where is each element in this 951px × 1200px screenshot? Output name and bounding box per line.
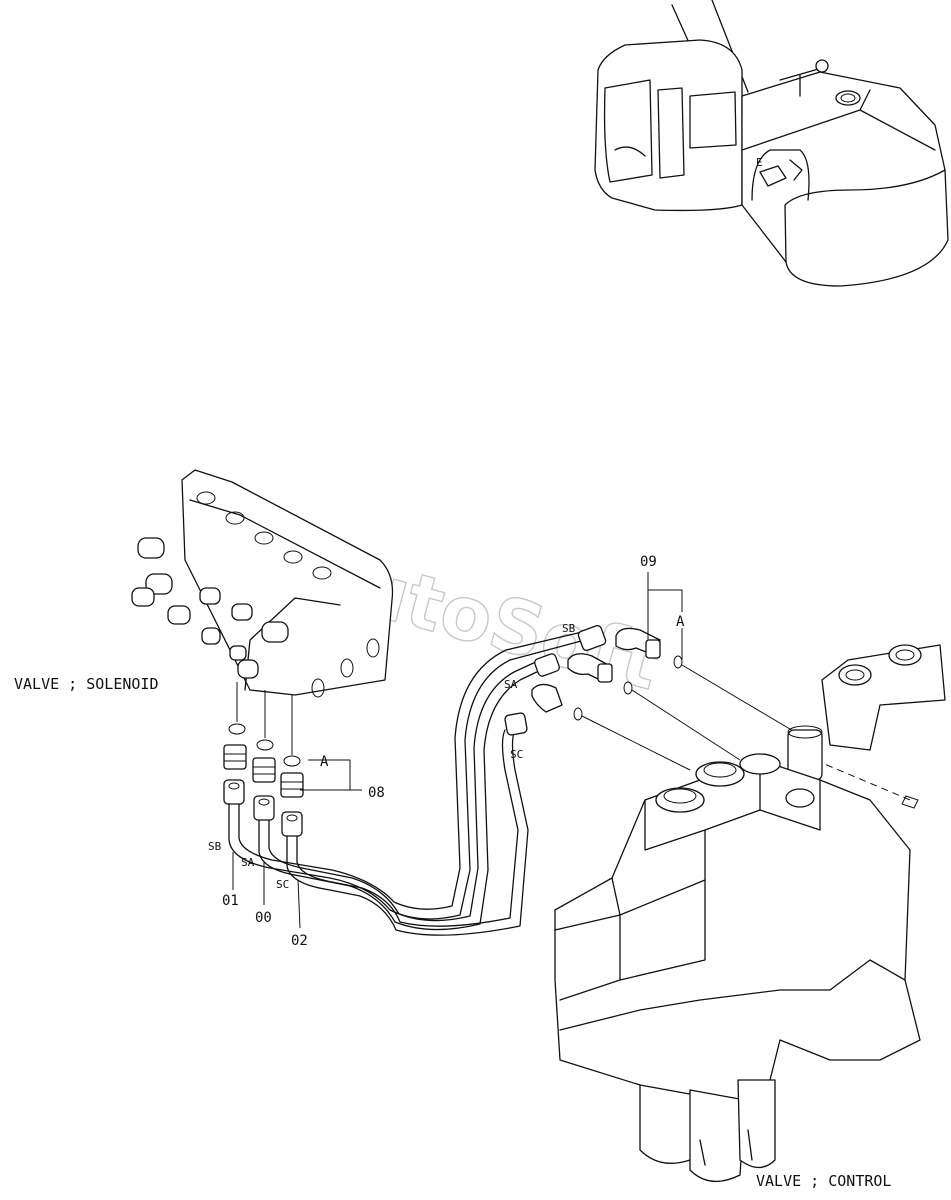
adapter-fittings-left <box>223 744 304 798</box>
o-ring <box>256 739 274 751</box>
svg-text:E: E <box>756 156 763 169</box>
port-sb-left: SB <box>208 840 222 853</box>
hose-end-nuts-left <box>223 779 303 837</box>
port-sb-right: SB <box>562 622 576 635</box>
o-ring <box>673 655 683 669</box>
port-sc-right: SC <box>510 748 523 761</box>
port-sc-left: SC <box>276 878 289 891</box>
control-valve <box>554 644 946 1182</box>
o-ring <box>228 723 246 735</box>
part-number-02: 02 <box>291 933 308 949</box>
elbow-fittings <box>531 627 661 713</box>
ref-a-left: A <box>320 754 329 770</box>
valve-solenoid-label: VALVE ; SOLENOID <box>14 675 159 693</box>
excavator-locator-illustration: E <box>594 0 949 287</box>
o-ring <box>573 707 583 721</box>
part-number-01: 01 <box>222 893 239 909</box>
part-number-00: 00 <box>255 910 272 926</box>
solenoid-valve <box>131 469 394 698</box>
ref-a-right: A <box>676 614 685 630</box>
o-ring <box>623 681 633 695</box>
part-number-08: 08 <box>368 785 385 801</box>
valve-control-label: VALVE ; CONTROL <box>756 1172 891 1190</box>
leader-08 <box>300 759 362 791</box>
hoses <box>228 631 586 936</box>
o-ring <box>283 755 301 767</box>
leader-09 <box>647 572 683 640</box>
port-sa-left: SA <box>241 856 255 869</box>
port-sa-right: SA <box>504 678 518 691</box>
part-number-09: 09 <box>640 554 657 570</box>
hose-end-nuts-right <box>504 624 607 736</box>
